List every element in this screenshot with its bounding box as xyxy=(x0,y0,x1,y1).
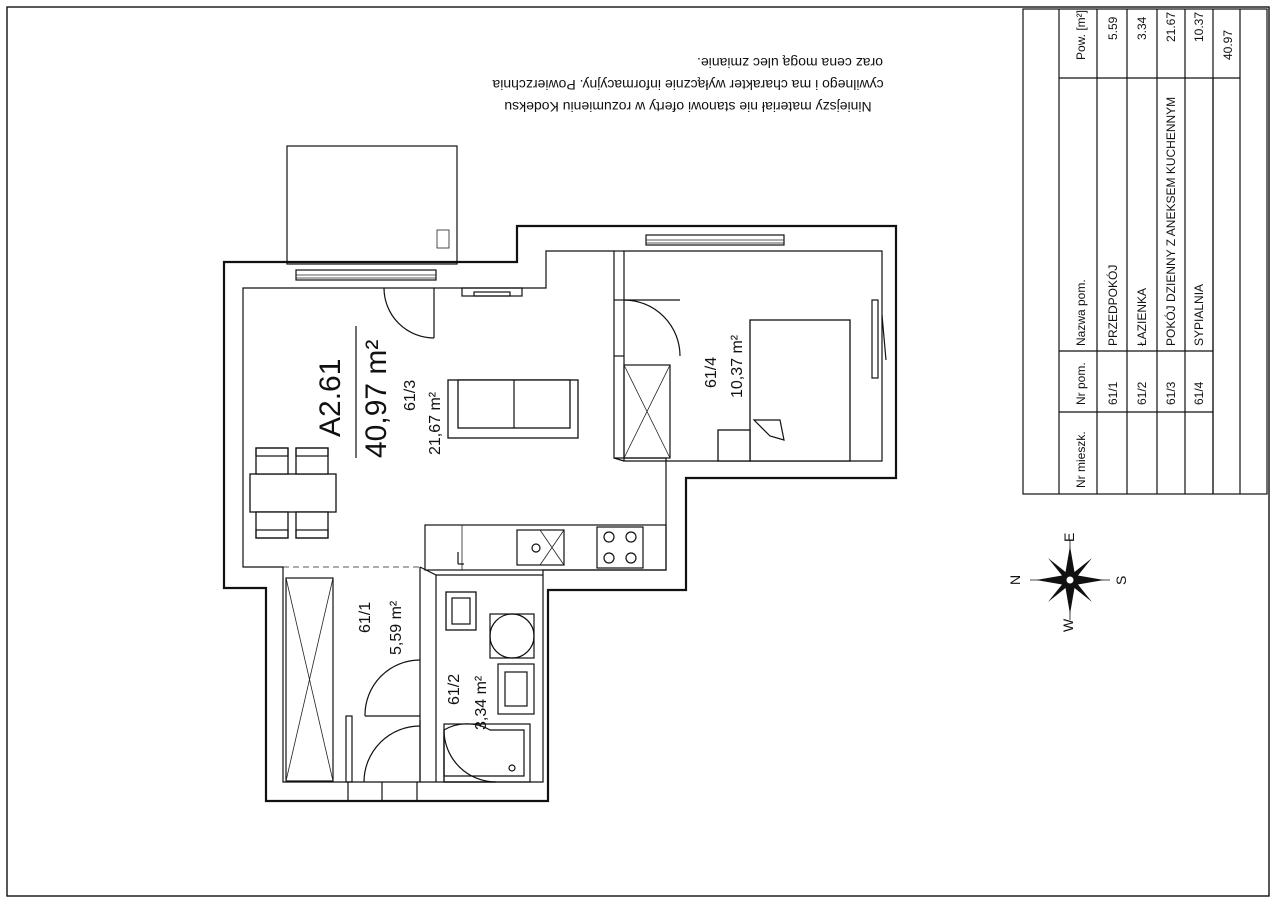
row-no: 61/2 xyxy=(1135,381,1149,405)
apartment-number: A2.61 xyxy=(314,359,347,437)
room-area: 3,34 m² xyxy=(473,675,490,730)
apartment-label: A2.61 40,97 m² xyxy=(314,326,393,458)
disclaimer: Niniejszy materiał nie stanowi oferty w … xyxy=(492,55,883,115)
compass-west: W xyxy=(1060,618,1076,632)
entrance-door xyxy=(345,659,421,800)
compass-north: N xyxy=(1007,575,1023,585)
header-room-no: Nr pom. xyxy=(1074,362,1088,405)
compass-rose: N E S W xyxy=(1007,533,1129,632)
row-name: POKÓJ DZIENNY Z ANEKSEM KUCHENNYM xyxy=(1163,97,1178,346)
bathroom-door xyxy=(363,720,421,783)
row-no: 61/4 xyxy=(1192,381,1206,405)
row-name: ŁAZIENKA xyxy=(1135,288,1149,346)
bed xyxy=(717,319,851,462)
header-apartment: Nr mieszk. xyxy=(1074,431,1088,488)
table-row: 21.67 POKÓJ DZIENNY Z ANEKSEM KUCHENNYM … xyxy=(1163,12,1178,405)
room-schedule-table: Pow. [m²] Nazwa pom. Nr pom. Nr mieszk. … xyxy=(1022,8,1268,495)
room-code: 61/1 xyxy=(357,602,374,633)
disclaimer-line-1: Niniejszy materiał nie stanowi oferty w … xyxy=(504,99,871,115)
room-code: 61/4 xyxy=(703,357,720,388)
row-area: 5.59 xyxy=(1106,16,1120,40)
outer-wall xyxy=(222,224,898,803)
table-row: 3.34 ŁAZIENKA 61/2 xyxy=(1135,16,1149,405)
sheet-border xyxy=(6,6,1270,897)
row-name: SYPIALNIA xyxy=(1192,284,1206,346)
room-code: 61/3 xyxy=(402,380,419,411)
room-61-3-label: 61/3 21,67 m² xyxy=(402,380,444,455)
room-61-1-label: 61/1 5,59 m² xyxy=(357,600,405,655)
room-area: 5,59 m² xyxy=(388,600,405,655)
disclaimer-line-3: oraz cena mogą ulec zmianie. xyxy=(697,55,883,71)
balcony-door xyxy=(383,287,435,339)
hall-wardrobe xyxy=(285,577,334,782)
row-area: 10.37 xyxy=(1192,12,1206,42)
row-area: 3.34 xyxy=(1135,16,1149,40)
balcony-fixture xyxy=(436,229,450,249)
compass-icon xyxy=(1030,540,1110,620)
row-no: 61/1 xyxy=(1106,381,1120,405)
table-total: 40.97 xyxy=(1221,30,1235,60)
bedroom-wardrobe xyxy=(623,364,671,459)
room-area: 10,37 m² xyxy=(729,334,746,398)
room-61-4-label: 61/4 10,37 m² xyxy=(703,334,746,398)
table-row: 5.59 PRZEDPOKÓJ 61/1 xyxy=(1105,16,1120,405)
table-row: 10.37 SYPIALNIA 61/4 xyxy=(1192,12,1206,405)
header-room-name: Nazwa pom. xyxy=(1074,279,1088,346)
bedroom-tv xyxy=(871,299,887,379)
compass-east: E xyxy=(1061,533,1077,542)
living-window xyxy=(295,269,437,281)
room-code: 61/2 xyxy=(446,674,463,705)
room-area: 21,67 m² xyxy=(427,391,444,455)
row-name: PRZEDPOKÓJ xyxy=(1105,265,1120,346)
balcony xyxy=(286,145,458,265)
header-area: Pow. [m²] xyxy=(1074,10,1088,60)
row-no: 61/3 xyxy=(1164,381,1178,405)
compass-south: S xyxy=(1113,576,1129,585)
floor-plan xyxy=(222,145,898,803)
dining-set xyxy=(249,447,337,539)
bathroom-fixtures xyxy=(443,591,535,783)
apartment-total-area: 40,97 m² xyxy=(360,340,393,458)
kitchen-counter xyxy=(424,524,667,571)
disclaimer-line-2: cywilnego i ma charakter wyłącznie infor… xyxy=(492,77,883,93)
row-area: 21.67 xyxy=(1164,12,1178,42)
bedroom-window xyxy=(645,234,785,246)
room-61-2-label: 61/2 3,34 m² xyxy=(446,674,490,730)
radiator xyxy=(461,287,523,297)
sofa xyxy=(447,379,579,439)
bedroom-door xyxy=(614,299,681,357)
